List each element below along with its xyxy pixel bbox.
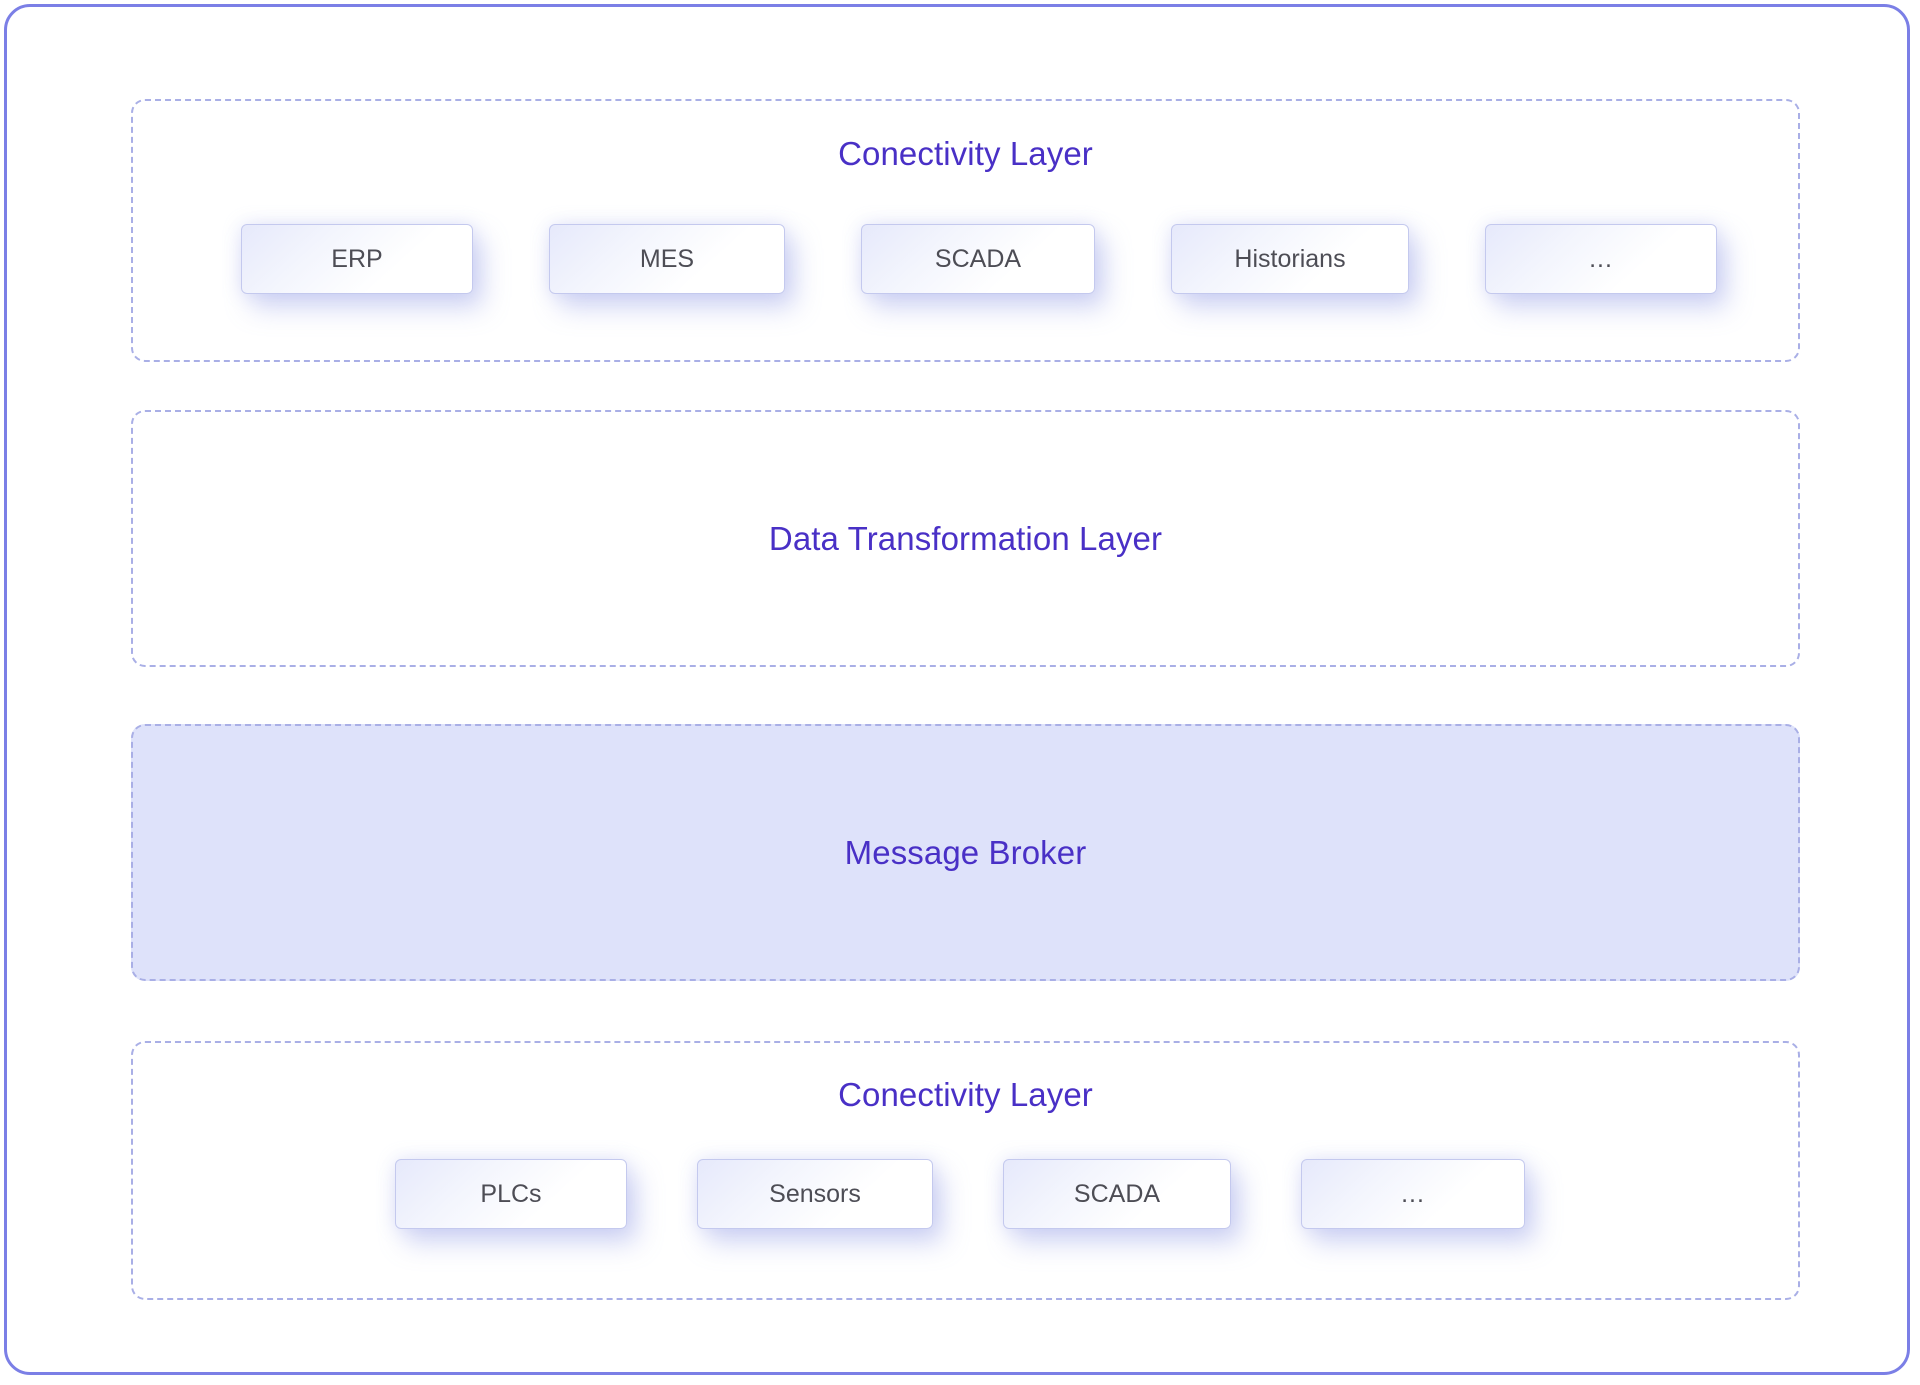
layer-message-broker: Message Broker [131,724,1800,981]
layer-title-connectivity-bottom: Conectivity Layer [838,1076,1093,1113]
node-more-bottom[interactable]: ... [1301,1159,1525,1229]
layer-title-message-broker: Message Broker [844,833,1087,871]
node-scada-bottom[interactable]: SCADA [1003,1159,1231,1229]
node-label: Sensors [769,1179,861,1208]
node-label: ... [1589,244,1613,273]
node-erp[interactable]: ERP [241,224,473,294]
node-label: Historians [1234,244,1346,273]
layer-data-transformation: Data Transformation Layer [131,410,1800,667]
node-more-top[interactable]: ... [1485,224,1717,294]
layer-connectivity-bottom: Conectivity Layer PLCs Sensors SCADA ... [131,1041,1800,1300]
node-label: SCADA [934,244,1022,273]
node-historians[interactable]: Historians [1171,224,1409,294]
layer-title-data-transformation: Data Transformation Layer [768,519,1163,557]
diagram-frame: Conectivity Layer ERP MES SCADA Historia… [4,4,1910,1375]
node-label: ERP [331,244,383,273]
node-row-connectivity-bottom: PLCs Sensors SCADA ... [395,1159,1525,1229]
node-mes[interactable]: MES [549,224,785,294]
node-sensors[interactable]: Sensors [697,1159,933,1229]
node-row-connectivity-top: ERP MES SCADA Historians ... [241,224,1717,294]
node-label: PLCs [480,1179,542,1208]
layer-connectivity-top: Conectivity Layer ERP MES SCADA Historia… [131,99,1800,362]
node-label: SCADA [1073,1179,1161,1208]
node-scada-top[interactable]: SCADA [861,224,1095,294]
node-label: MES [639,244,695,273]
node-label: ... [1401,1179,1425,1208]
node-plcs[interactable]: PLCs [395,1159,627,1229]
layer-title-connectivity-top: Conectivity Layer [838,135,1093,172]
